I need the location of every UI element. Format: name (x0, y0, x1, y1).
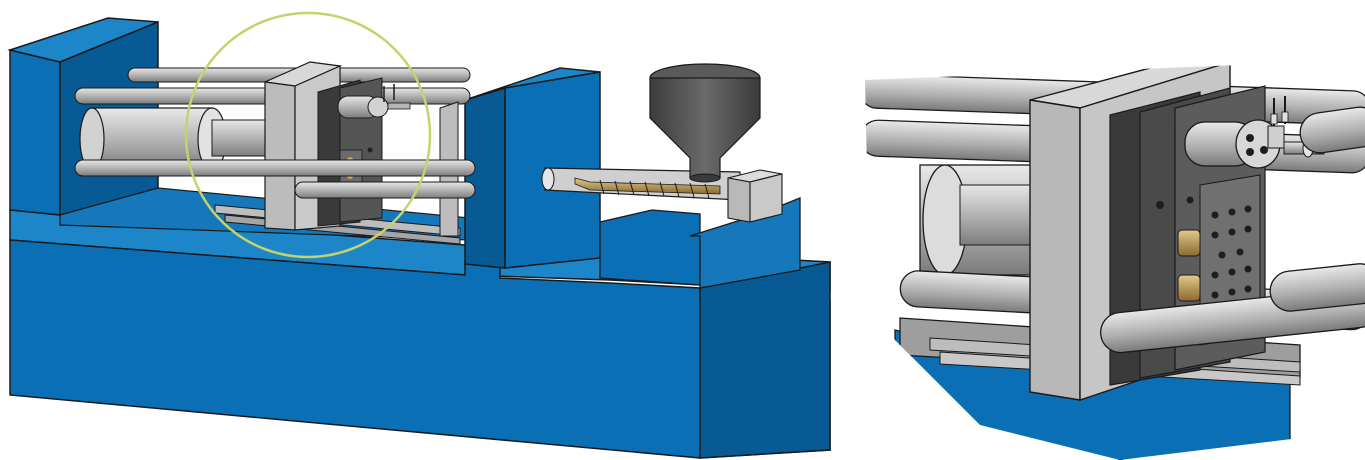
nozzle-unit-overview (337, 84, 411, 119)
machine-base-right-face (699, 261, 831, 459)
middle-wall-side (464, 86, 506, 269)
clamp-back-wall-front (9, 49, 61, 216)
injection-base-left (599, 209, 701, 286)
screw (574, 177, 721, 195)
tie-rod (74, 159, 476, 177)
machine-overview (7, 11, 831, 459)
highlight-circle (184, 11, 432, 259)
mold-detail (865, 60, 1365, 460)
detail-tie-rod (1299, 106, 1365, 154)
hopper (649, 63, 761, 183)
detail-tie-rod (1269, 263, 1365, 312)
drive-box (727, 169, 783, 223)
tie-rods-front (74, 159, 476, 199)
tie-rod (294, 181, 476, 199)
